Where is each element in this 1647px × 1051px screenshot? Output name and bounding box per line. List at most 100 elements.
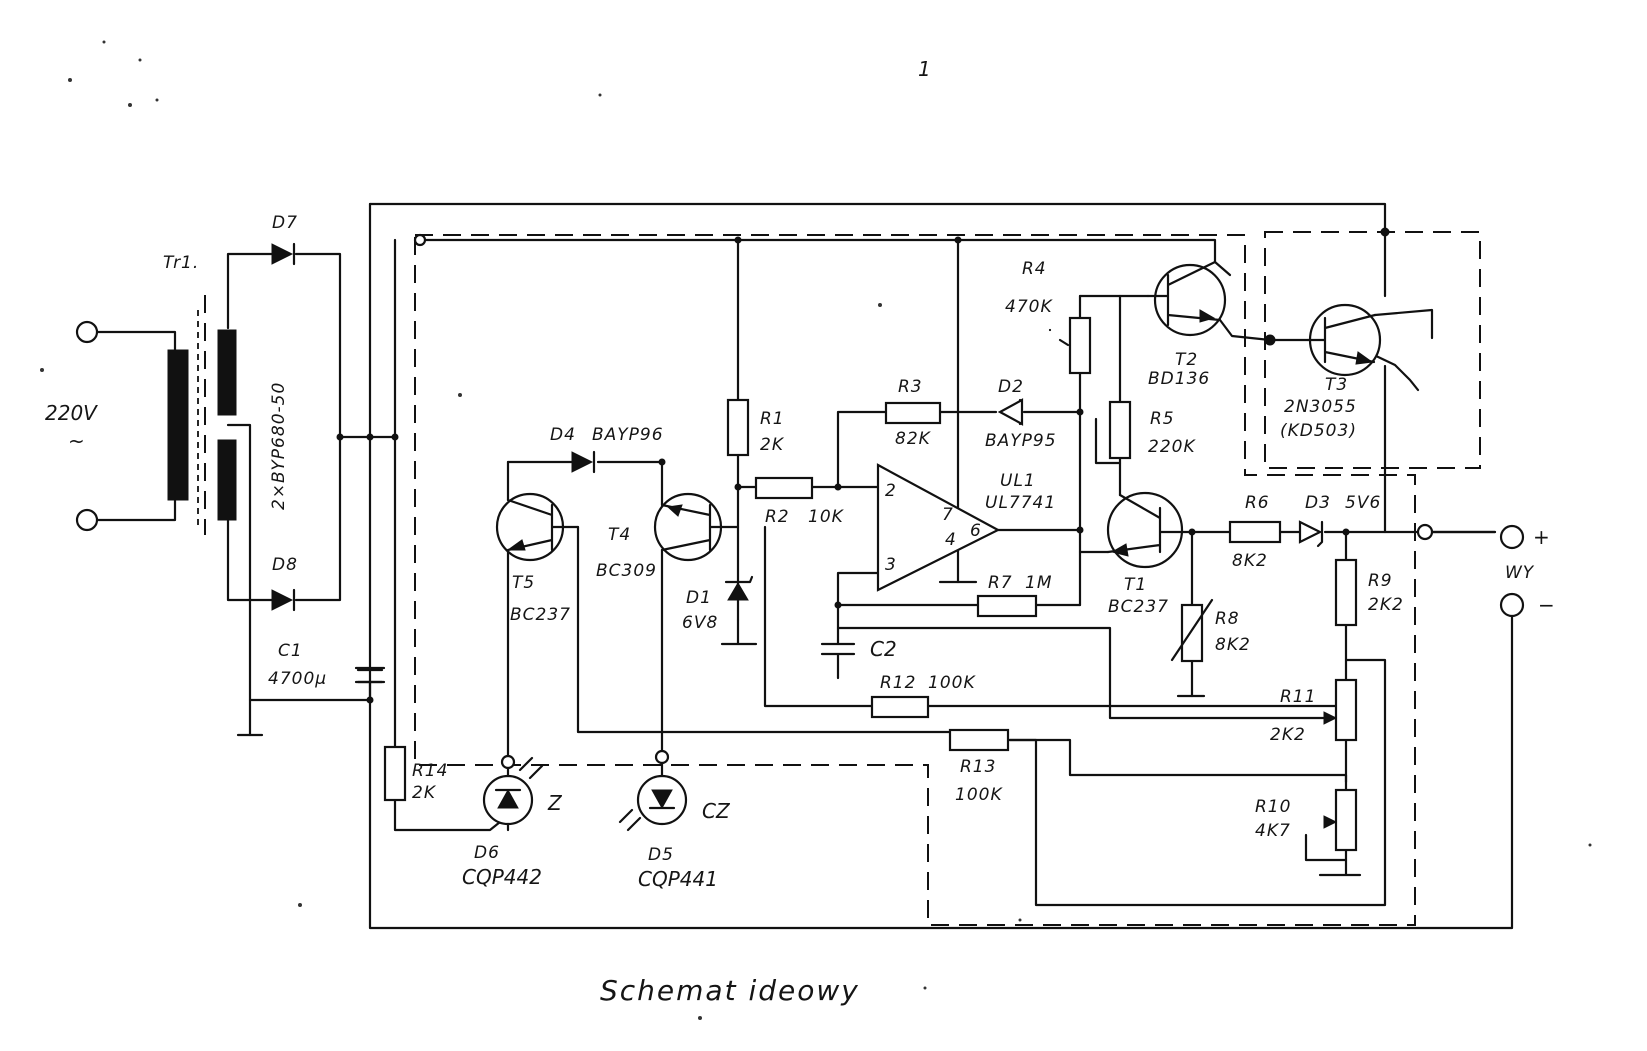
r5-label: R5	[1150, 409, 1175, 429]
opamp-pin6: 6	[970, 521, 982, 541]
transformer-label: Tr1.	[163, 253, 199, 273]
d5-label: D5	[648, 845, 674, 865]
r4-wiper	[1048, 328, 1070, 347]
resistor-r13	[948, 728, 1010, 752]
u1-type: UL7741	[985, 493, 1056, 513]
led-d5	[618, 761, 688, 832]
c2-label: C2	[870, 637, 897, 661]
output-terminals	[1499, 524, 1525, 618]
r6-value: 8K2	[1232, 551, 1268, 571]
t2-type: BD136	[1148, 369, 1210, 389]
transistor-t2	[1146, 260, 1227, 337]
c1-value: 4700µ	[268, 669, 327, 689]
d3-label: D3	[1305, 493, 1331, 513]
diode-d4	[571, 450, 596, 474]
transistor-t3	[1306, 303, 1382, 377]
resistor-r2	[754, 476, 814, 500]
r7-value: 1M	[1025, 573, 1052, 593]
t3-alt: (KD503)	[1280, 421, 1357, 441]
scan-specks	[40, 40, 1592, 1020]
resistor-r12	[870, 695, 930, 719]
transformer	[167, 310, 237, 530]
r1-label: R1	[760, 409, 785, 429]
led-d6	[482, 756, 544, 832]
c1-label: C1	[278, 641, 303, 661]
resistor-r9	[1334, 558, 1358, 627]
r9-value: 2K2	[1368, 595, 1404, 615]
r14-label: R14	[412, 761, 448, 781]
r13-value: 100K	[955, 785, 1003, 805]
resistor-r6	[1228, 520, 1282, 544]
output-terminal-plus	[1499, 524, 1525, 550]
t1-type: BC237	[1108, 597, 1169, 617]
d6-color: Z	[547, 791, 563, 815]
output-terminal-minus	[1499, 592, 1525, 618]
r8-value: 8K2	[1215, 635, 1251, 655]
mains-terminal-1	[75, 320, 99, 344]
r12-label: R12	[880, 673, 916, 693]
resistor-r1	[726, 398, 750, 457]
d1-label: D1	[686, 588, 712, 608]
t3-label: T3	[1325, 375, 1348, 395]
resistor-r8	[1180, 603, 1204, 663]
r10-label: R10	[1255, 797, 1291, 817]
t4-type: BC309	[596, 561, 657, 581]
r8-thermistor-slash	[1170, 598, 1214, 662]
r5-value: 220K	[1148, 437, 1196, 457]
opamp-u1	[876, 463, 1001, 592]
opamp-pin7: 7	[942, 505, 954, 525]
resistor-r14	[383, 745, 407, 802]
zener-d1	[724, 575, 754, 601]
d2-label: D2	[998, 377, 1024, 397]
r14-value: 2K	[412, 783, 437, 803]
resistor-r4	[1068, 316, 1092, 375]
r3-value: 82K	[895, 429, 932, 449]
r2-label: R2	[765, 507, 790, 527]
r12-value: 100K	[928, 673, 976, 693]
d4-type: BAYP96	[592, 425, 664, 445]
wires	[92, 202, 1514, 930]
resistor-r3	[884, 401, 942, 425]
resistors	[383, 316, 1358, 852]
d7-label: D7	[272, 213, 298, 233]
t5-type: BC237	[510, 605, 571, 625]
resistor-r11	[1334, 678, 1358, 742]
mains-terminal-2	[75, 508, 99, 532]
d5-type: CQP441	[638, 867, 718, 891]
transistor-t5	[495, 492, 580, 562]
t4-label: T4	[608, 525, 631, 545]
d2-type: BAYP95	[985, 431, 1057, 451]
d8-label: D8	[272, 555, 298, 575]
r11-value: 2K2	[1270, 725, 1306, 745]
d5-color: CZ	[702, 799, 731, 823]
opamp-pin3: 3	[885, 555, 897, 575]
resistor-r5	[1108, 400, 1132, 460]
mains-ac-symbol: ~	[68, 429, 85, 453]
diode-d3	[1298, 520, 1324, 548]
r2-value: 10K	[808, 507, 845, 527]
d6-label: D6	[474, 843, 500, 863]
opamp-pin4: 4	[945, 530, 957, 550]
r6-label: R6	[1245, 493, 1270, 513]
t3-type: 2N3055	[1284, 397, 1357, 417]
r11-label: R11	[1280, 687, 1316, 707]
page-mark: 1	[918, 57, 931, 81]
diode-d7	[271, 242, 296, 266]
t5-label: T5	[512, 573, 535, 593]
opamp-pin2: 2	[885, 481, 897, 501]
r13-label: R13	[960, 757, 996, 777]
mains-voltage-label: 220V	[45, 401, 98, 425]
output-plus-label: +	[1533, 525, 1550, 549]
diode-d8	[271, 588, 296, 612]
d1-value: 6V8	[682, 613, 718, 633]
bridge-label: 2×BYP680-50	[269, 382, 289, 510]
transistor-t1	[1106, 491, 1184, 569]
junctions	[336, 227, 1434, 770]
d3-value: 5V6	[1345, 493, 1381, 513]
capacitor-c1	[354, 666, 386, 684]
transistor-t4	[653, 492, 723, 562]
r10-value: 4K7	[1255, 821, 1291, 841]
r4-value: 470K	[1005, 297, 1053, 317]
r4-label: R4	[1022, 259, 1047, 279]
